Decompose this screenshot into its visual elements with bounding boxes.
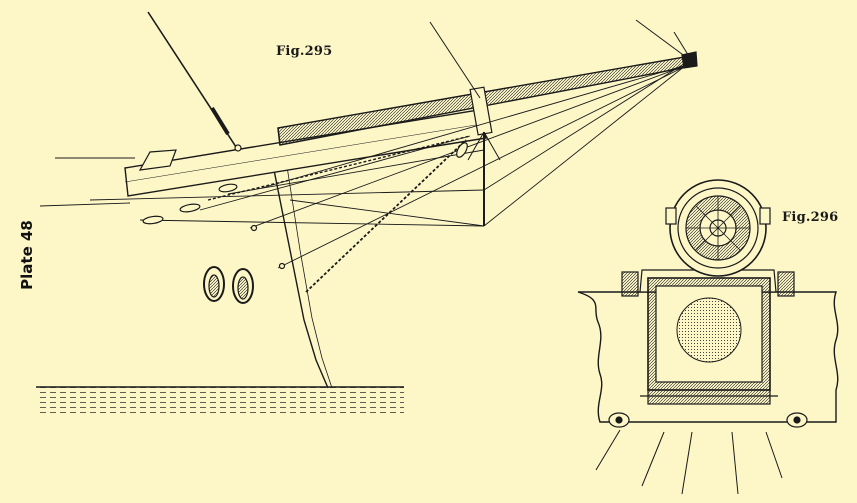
radiating-cables bbox=[595, 429, 783, 495]
water-surface bbox=[36, 386, 404, 417]
hull-stem bbox=[271, 159, 329, 389]
fig295-bowsprit-drawing bbox=[36, 11, 698, 417]
rigging-lines bbox=[89, 59, 691, 269]
dolphin-striker bbox=[467, 131, 501, 226]
round-hatch-cover bbox=[665, 179, 771, 277]
plate-label: Plate 48 bbox=[18, 220, 36, 290]
bottom-cleats bbox=[608, 412, 808, 428]
fig296-detail-drawing bbox=[577, 179, 839, 495]
rigging-blocks bbox=[142, 142, 468, 270]
hawse-holes bbox=[203, 266, 254, 304]
fig295-label: Fig.295 bbox=[276, 44, 333, 59]
anchor-chain bbox=[305, 139, 467, 293]
bowsprit bbox=[124, 109, 487, 197]
square-hatch-frame bbox=[640, 277, 778, 405]
fig296-label: Fig.296 bbox=[782, 210, 839, 225]
